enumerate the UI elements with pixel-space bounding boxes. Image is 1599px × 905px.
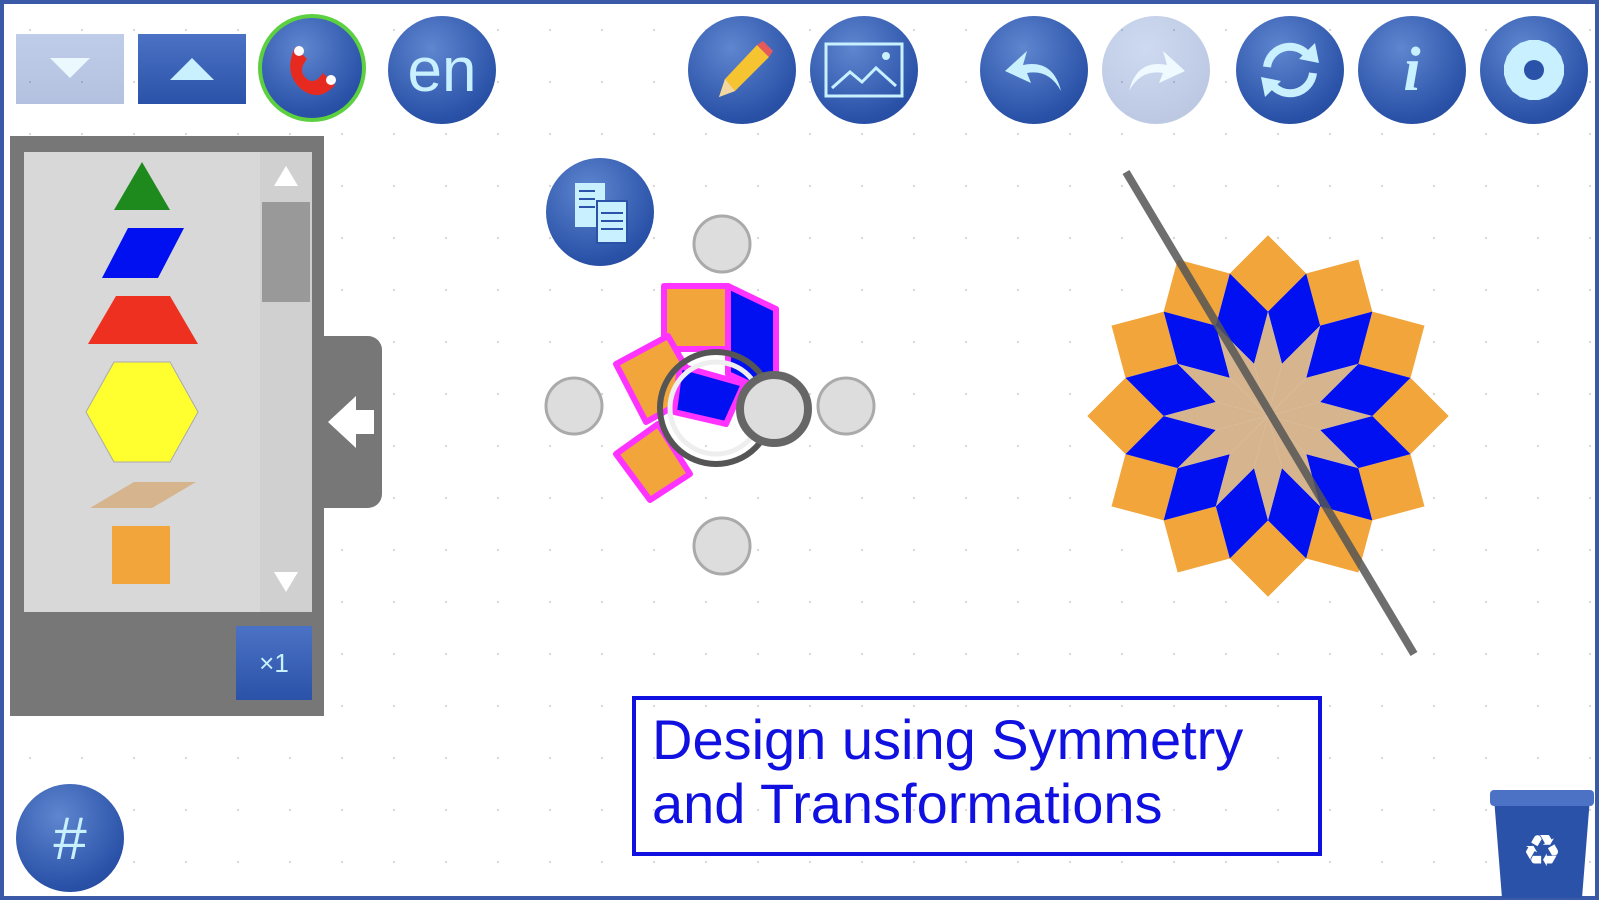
triangle-down-icon bbox=[50, 58, 90, 78]
palette-square[interactable] bbox=[112, 526, 170, 584]
blue-rhombus[interactable] bbox=[1268, 273, 1321, 364]
reset-button[interactable] bbox=[1236, 16, 1344, 124]
blue-rhombus[interactable] bbox=[1215, 273, 1268, 364]
blue-rhombus[interactable] bbox=[1268, 468, 1321, 559]
palette-triangle[interactable] bbox=[114, 162, 170, 210]
palette-tan-rhombus[interactable] bbox=[90, 482, 196, 508]
shapes-layer bbox=[544, 169, 1449, 657]
orange-square[interactable] bbox=[1358, 311, 1425, 378]
tan-rhombus[interactable] bbox=[1163, 402, 1268, 430]
tan-rhombus[interactable] bbox=[1268, 416, 1359, 469]
tan-rhombus[interactable] bbox=[1268, 402, 1373, 430]
pencil-icon bbox=[719, 41, 773, 97]
orange-square[interactable] bbox=[1358, 454, 1425, 521]
undo-button[interactable] bbox=[980, 16, 1088, 124]
title-line-2: and Transformations bbox=[652, 772, 1163, 835]
tan-rhombus[interactable] bbox=[1268, 363, 1359, 416]
multiplier-button[interactable]: ×1 bbox=[236, 626, 312, 700]
scroll-thumb[interactable] bbox=[262, 202, 310, 302]
background-image-button[interactable] bbox=[810, 16, 918, 124]
tan-rhombus[interactable] bbox=[1215, 416, 1268, 507]
orange-square[interactable] bbox=[1111, 311, 1178, 378]
resize-handle bbox=[736, 371, 812, 447]
orange-square[interactable] bbox=[1306, 259, 1373, 326]
blue-rhombus[interactable] bbox=[1306, 311, 1373, 378]
undo-icon bbox=[1005, 51, 1061, 91]
settings-button[interactable] bbox=[1480, 16, 1588, 124]
copy-icon bbox=[575, 183, 628, 244]
gear-icon bbox=[1503, 39, 1565, 101]
rotate-right-handle bbox=[816, 376, 876, 436]
refresh-icon bbox=[1261, 42, 1319, 98]
palette-trapezoid[interactable] bbox=[88, 296, 198, 344]
triangle-up-icon bbox=[170, 58, 214, 80]
blue-rhombus[interactable] bbox=[1163, 311, 1230, 378]
tan-rhombus[interactable] bbox=[1177, 363, 1268, 416]
collapse-panel-button[interactable] bbox=[320, 336, 382, 508]
transform-handles[interactable] bbox=[544, 214, 876, 576]
svg-text:♻: ♻ bbox=[1522, 827, 1561, 876]
tan-rhombus[interactable] bbox=[1254, 416, 1282, 521]
recycle-bin-icon: ♻ bbox=[1490, 790, 1594, 898]
palette-hexagon[interactable] bbox=[85, 361, 199, 463]
flip-vertical-handle-bottom bbox=[692, 516, 752, 576]
palette-blue-rhombus[interactable] bbox=[102, 228, 184, 278]
tan-rhombus[interactable] bbox=[1268, 325, 1321, 416]
rosette-design[interactable] bbox=[1087, 235, 1449, 597]
blue-rhombus[interactable] bbox=[1125, 416, 1216, 469]
redo-icon bbox=[1129, 51, 1185, 91]
selected-shape-group[interactable] bbox=[613, 283, 779, 503]
scroll-down-button[interactable] bbox=[16, 34, 124, 104]
orange-square[interactable] bbox=[1229, 235, 1307, 312]
tan-rhombus[interactable] bbox=[1254, 311, 1282, 416]
flip-vertical-handle-top bbox=[692, 214, 752, 274]
blue-rhombus[interactable] bbox=[1320, 416, 1411, 469]
magnet-button[interactable] bbox=[258, 14, 366, 122]
title-line-1: Design using Symmetry bbox=[652, 708, 1244, 771]
duplicate-button[interactable] bbox=[546, 158, 654, 266]
info-button[interactable]: i bbox=[1358, 16, 1466, 124]
grid-toggle-button[interactable]: # bbox=[16, 784, 124, 892]
blue-rhombus[interactable] bbox=[1125, 363, 1216, 416]
blue-rhombus[interactable] bbox=[1320, 363, 1411, 416]
pencil-button[interactable] bbox=[688, 16, 796, 124]
orange-square[interactable] bbox=[1111, 454, 1178, 521]
blue-rhombus[interactable] bbox=[1163, 454, 1230, 521]
rotate-left-handle bbox=[544, 376, 604, 436]
scroll-up-button[interactable] bbox=[138, 34, 246, 104]
trash-button[interactable]: ♻ bbox=[1490, 790, 1594, 900]
shape-palette-panel: ×1 bbox=[10, 136, 324, 716]
language-button[interactable]: en bbox=[388, 16, 496, 124]
arrow-left-icon bbox=[328, 396, 374, 448]
mirror-line[interactable] bbox=[1122, 169, 1418, 657]
image-icon bbox=[824, 42, 904, 98]
tan-rhombus[interactable] bbox=[1177, 416, 1268, 469]
blue-rhombus[interactable] bbox=[1215, 468, 1268, 559]
palette-scrollbar[interactable] bbox=[260, 152, 312, 612]
shape-palette bbox=[24, 152, 260, 612]
orange-square[interactable] bbox=[1229, 520, 1307, 597]
magnet-icon bbox=[290, 46, 336, 96]
redo-button[interactable] bbox=[1102, 16, 1210, 124]
orange-square[interactable] bbox=[1163, 506, 1230, 573]
